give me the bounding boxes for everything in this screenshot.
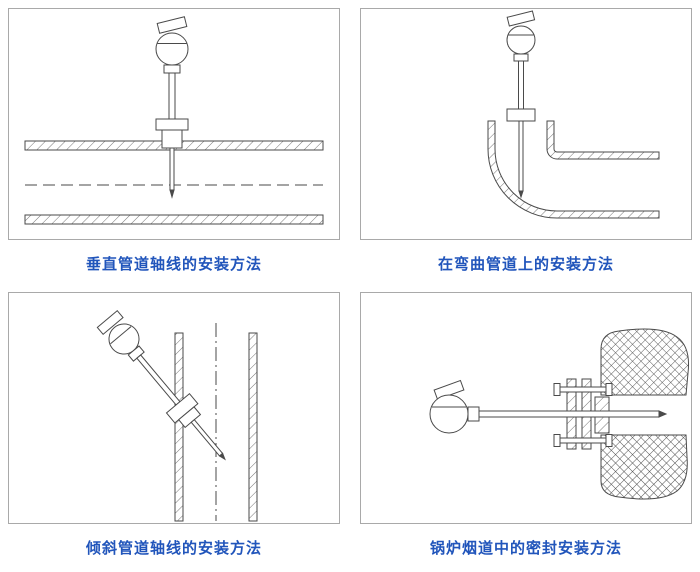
- elbow-inner-wall: [546, 120, 660, 160]
- figure-elbow-installation: [487, 10, 660, 219]
- neck: [163, 64, 181, 74]
- caption-curved-pipe: 在弯曲管道上的安装方法: [437, 255, 614, 273]
- stem: [168, 72, 176, 120]
- head-cap: [506, 10, 536, 27]
- probe: [190, 418, 224, 457]
- pipe-left-wall: [174, 332, 184, 522]
- head-cap: [96, 310, 124, 336]
- panel-inclined-pipe-axis: 倾斜管道轴线的安装方法: [8, 292, 340, 572]
- connection-head: [155, 32, 189, 66]
- bolt-bottom-nut: [605, 434, 613, 447]
- figure-vertical-installation: [24, 16, 324, 225]
- bolt-bottom-head: [553, 434, 561, 447]
- panel-curved-pipe: 在弯曲管道上的安装方法: [360, 8, 692, 288]
- panel-vertical-pipe-axis: 垂直管道轴线的安装方法: [8, 8, 340, 288]
- probe-tip: [658, 410, 668, 418]
- bolt-top-shaft: [559, 386, 607, 393]
- bolt-bottom-shaft: [559, 437, 607, 444]
- mounting-boss: [506, 108, 536, 122]
- flue-wall: [600, 328, 689, 500]
- flue-wall-lower: [600, 434, 688, 500]
- connection-head: [429, 394, 469, 434]
- diagram-grid: 垂直管道轴线的安装方法: [8, 8, 692, 572]
- thermocouple: [506, 10, 536, 199]
- flue-wall-upper: [600, 328, 689, 396]
- stem: [518, 60, 524, 110]
- thermocouple: [155, 16, 189, 199]
- pipe-bottom-wall: [24, 214, 324, 225]
- mounting-thread: [161, 129, 183, 149]
- elbow-outer-wall: [487, 120, 660, 219]
- mounting-boss: [155, 118, 189, 131]
- caption-vertical-pipe-axis: 垂直管道轴线的安装方法: [85, 255, 262, 273]
- figure-box-curved: [360, 8, 692, 240]
- probe-tip: [169, 189, 175, 199]
- figure-sealed-flue-installation: [429, 328, 689, 500]
- pipe-right-wall: [248, 332, 258, 522]
- figure-box-inclined: [8, 292, 340, 524]
- protection-tube: [478, 410, 660, 418]
- probe: [518, 120, 524, 192]
- probe: [169, 147, 175, 191]
- stem: [136, 354, 181, 406]
- thermocouple: [96, 310, 226, 461]
- pipe-vertical: [174, 323, 258, 522]
- probe-tip: [218, 452, 226, 461]
- thermocouple: [429, 379, 668, 434]
- caption-inclined-pipe-axis: 倾斜管道轴线的安装方法: [85, 539, 262, 557]
- bolt-top-head: [553, 383, 561, 396]
- panel-boiler-flue-sealed: 锅炉烟道中的密封安装方法: [360, 292, 692, 572]
- figure-box-flue: [360, 292, 692, 524]
- head-cap: [156, 16, 188, 34]
- elbow-pipe: [487, 120, 660, 219]
- figure-inclined-installation: [96, 310, 258, 522]
- neck: [467, 406, 480, 422]
- head-seam: [110, 326, 132, 345]
- figure-box-vertical: [8, 8, 340, 240]
- neck: [513, 53, 529, 62]
- bolt-top-nut: [605, 383, 613, 396]
- probe-tip: [518, 190, 524, 199]
- connection-head: [506, 25, 536, 55]
- caption-boiler-flue-sealed: 锅炉烟道中的密封安装方法: [429, 539, 622, 557]
